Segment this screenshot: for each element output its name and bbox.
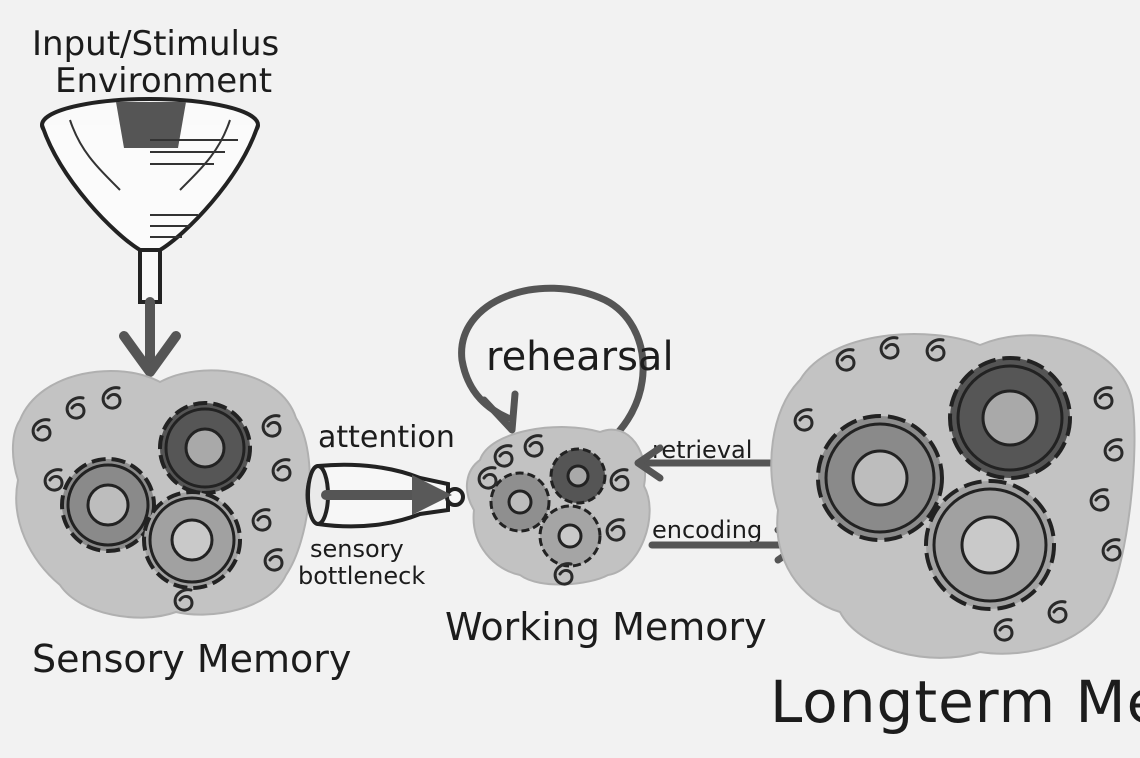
funnel-icon: [42, 99, 258, 302]
bottle-icon: [308, 465, 464, 527]
longterm-memory-cloud: [771, 334, 1134, 658]
input-label: Input/Stimulus Environment: [32, 24, 279, 101]
attention-label: attention: [318, 420, 455, 455]
working-memory-label: Working Memory: [445, 605, 767, 649]
input-label-line2: Environment: [55, 61, 272, 101]
bottleneck-label-line2: bottleneck: [298, 562, 425, 590]
longterm-memory-label: Longterm Memory: [770, 668, 1140, 736]
input-label-line1: Input/Stimulus: [32, 24, 279, 64]
sensory-memory-cloud: [13, 370, 310, 617]
bottleneck-label: sensory bottleneck: [298, 535, 425, 590]
working-memory-cloud: [467, 427, 650, 584]
rehearsal-label: rehearsal: [486, 334, 674, 380]
sensory-memory-label: Sensory Memory: [32, 637, 351, 681]
down-arrow: [124, 302, 176, 372]
bottleneck-label-line1: sensory: [310, 535, 404, 563]
encoding-label: encoding: [652, 516, 762, 544]
